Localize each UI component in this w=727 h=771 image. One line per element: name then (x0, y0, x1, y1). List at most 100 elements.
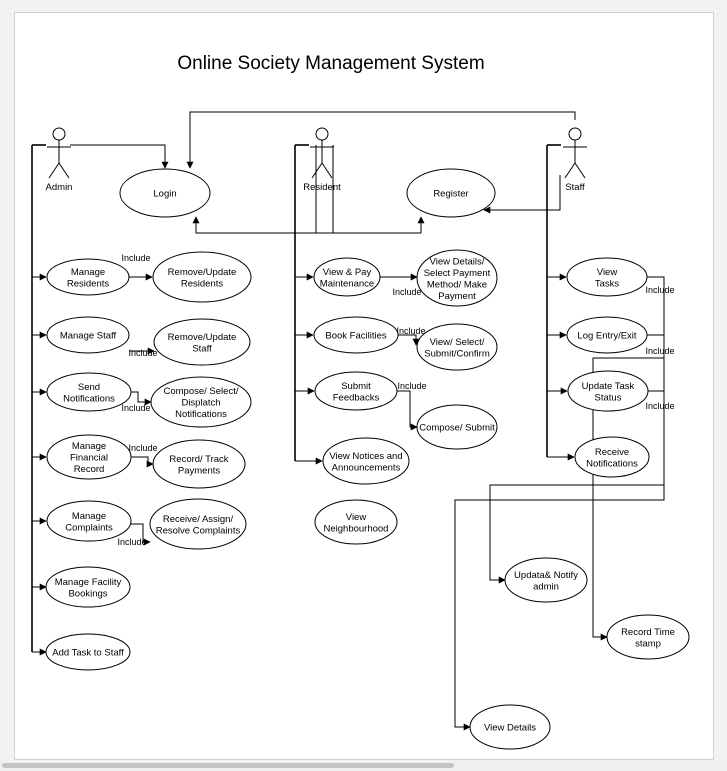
staff-to-login (186, 111, 576, 169)
use-case-label: Method/ Make (427, 279, 487, 290)
use-case-label: Select Payment (424, 268, 491, 279)
use-case-label: Send (78, 382, 100, 393)
include-edge (131, 523, 151, 546)
use-case-manage-staff: Manage Staff (46, 316, 130, 354)
use-case-label: Displatch (181, 398, 220, 409)
use-case-label: Log Entry/Exit (577, 331, 636, 342)
use-case-label: Record/ Track (169, 454, 228, 465)
use-case-label: Bookings (68, 588, 107, 599)
include-label: Include (645, 401, 674, 411)
staff-to-register (483, 175, 561, 214)
use-case-label: Manage (72, 511, 106, 522)
include-label: Include (645, 346, 674, 356)
use-case-label: admin (533, 581, 559, 592)
use-case-book-facilities: Book Facilities (313, 316, 399, 354)
use-case-label: Submit/Confirm (424, 348, 490, 359)
use-case-label: Feedbacks (333, 392, 380, 403)
include-label: Include (645, 285, 674, 295)
use-case-label: Receive/ Assign/ (163, 514, 234, 525)
use-case-receive-assign-resolve: Receive/ Assign/Resolve Complaints (149, 498, 247, 550)
use-case-label: Residents (67, 278, 109, 289)
use-case-label: Maintenance (320, 278, 374, 289)
use-case-log-entry-exit: Log Entry/Exit (566, 316, 648, 354)
use-case-label: View & Pay (323, 267, 372, 278)
include-label: Include (396, 326, 425, 336)
actor-admin (47, 127, 71, 179)
use-case-label: Register (433, 189, 468, 200)
use-case-label: Notifications (586, 458, 638, 469)
admin-to-login (70, 144, 169, 169)
include-edge (131, 456, 154, 468)
diagram-title: Online Society Management System (177, 53, 484, 74)
use-case-label: Resolve Complaints (156, 525, 241, 536)
use-case-label: View (597, 267, 618, 278)
use-case-label: Complaints (65, 522, 113, 533)
use-case-label: View Details (484, 723, 536, 734)
resident-to-login (192, 145, 334, 234)
use-case-label: Submit (341, 381, 371, 392)
use-case-label: Neighbourhood (324, 523, 389, 534)
use-case-label: Login (153, 189, 176, 200)
use-case-compose-submit: Compose/ Submit (416, 404, 498, 450)
include-edge (131, 391, 152, 406)
use-case-label: Manage Facility (55, 577, 122, 588)
use-case-label: stamp (635, 638, 661, 649)
use-case-label: Add Task to Staff (52, 648, 124, 659)
use-case-login: Login (119, 168, 211, 218)
use-case-label: View (346, 512, 367, 523)
use-case-label: Receive (595, 447, 629, 458)
use-case-label: Manage (71, 267, 105, 278)
use-case-label: Compose/ Select/ (164, 386, 239, 397)
use-case-label: View/ Select/ (430, 337, 485, 348)
scrollbar-thumb[interactable] (2, 763, 454, 768)
use-case-label: Payments (178, 465, 220, 476)
use-case-view-details: View Details (469, 704, 551, 750)
use-case-label: Remove/Update (168, 332, 237, 343)
include-edge (489, 276, 665, 584)
use-case-label: Remove/Update (168, 267, 237, 278)
use-case-label: Manage (72, 441, 106, 452)
include-label: Include (121, 253, 150, 263)
include-edge (397, 390, 418, 431)
use-case-label: Staff (192, 343, 212, 354)
use-case-label: Update Task (582, 381, 635, 392)
use-case-label: Announcements (332, 462, 401, 473)
include-label: Include (128, 348, 157, 358)
use-case-label: Residents (181, 278, 223, 289)
connectors (31, 111, 665, 731)
use-case-label: Updata& Notify (514, 570, 578, 581)
actor-staff (563, 127, 587, 179)
actor-label: Admin (46, 182, 73, 193)
use-case-label: Record (74, 464, 105, 475)
use-case-label: View Notices and (329, 451, 402, 462)
include-label: Include (117, 537, 146, 547)
use-case-label: Payment (438, 291, 476, 302)
use-case-label: View Details/ (430, 256, 485, 267)
use-case-view-select-submit-confirm: View/ Select/Submit/Confirm (416, 323, 498, 371)
use-case-label: Tasks (595, 278, 620, 289)
use-case-label: Status (595, 392, 622, 403)
include-edge (398, 334, 420, 346)
include-edge (592, 334, 665, 641)
use-case-label: Notifications (63, 393, 115, 404)
